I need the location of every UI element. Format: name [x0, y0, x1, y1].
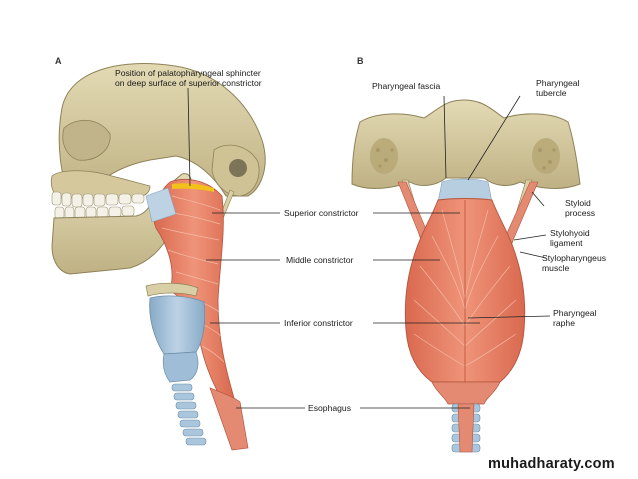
panel-b-letter: B: [357, 56, 364, 66]
palatopharyngeal-label-line2: on deep surface of superior constrictor: [115, 78, 262, 88]
middle-constrictor-label: Middle constrictor: [286, 255, 354, 265]
pharyngeal-tubercle-label-line1: Pharyngeal: [536, 78, 580, 88]
pharyngeal-raphe-label-line1: Pharyngeal: [553, 308, 597, 318]
pharyngeal-tubercle-label-line2: tubercle: [536, 88, 567, 98]
styloid-process-label-line2: process: [565, 208, 596, 218]
stylopharyngeus-label-line2: muscle: [542, 263, 570, 273]
styloid-process-label-line1: Styloid: [565, 198, 591, 208]
superior-constrictor-label: Superior constrictor: [284, 208, 359, 218]
thyroid-cartilage: [149, 295, 206, 355]
stylohyoid-ligament-label-line1: Stylohyoid: [550, 228, 590, 238]
stylopharyngeus-label-line1: Stylopharyngeus: [542, 253, 607, 263]
hyoid-bone: [145, 282, 199, 297]
lateral-view: [50, 63, 266, 451]
pharyngeal-raphe-label-line2: raphe: [553, 318, 575, 328]
trachea: [171, 383, 207, 446]
cricoid-cartilage: [162, 351, 199, 383]
orbit: [62, 120, 111, 161]
upper-teeth: [51, 191, 145, 208]
palatopharyngeal-sphincter: [172, 183, 214, 192]
leader-lines: [187, 87, 551, 409]
buccinator: [145, 187, 177, 223]
skull-base: [351, 99, 581, 189]
watermark: muhadharaty.com: [488, 456, 615, 472]
panel-a-letter: A: [55, 56, 62, 66]
posterior-view: [351, 99, 581, 453]
esophagus-label: Esophagus: [308, 403, 352, 413]
esophagus-lateral: [209, 387, 249, 451]
stylohyoid-ligament-label-line2: ligament: [550, 238, 583, 248]
pharyngeal-fascia-label: Pharyngeal fascia: [372, 81, 441, 91]
palatopharyngeal-label-line1: Position of palatopharyngeal sphincter: [115, 68, 261, 78]
esophagus-posterior: [431, 381, 501, 405]
lower-teeth: [54, 205, 135, 220]
inferior-constrictor-label: Inferior constrictor: [284, 318, 353, 328]
